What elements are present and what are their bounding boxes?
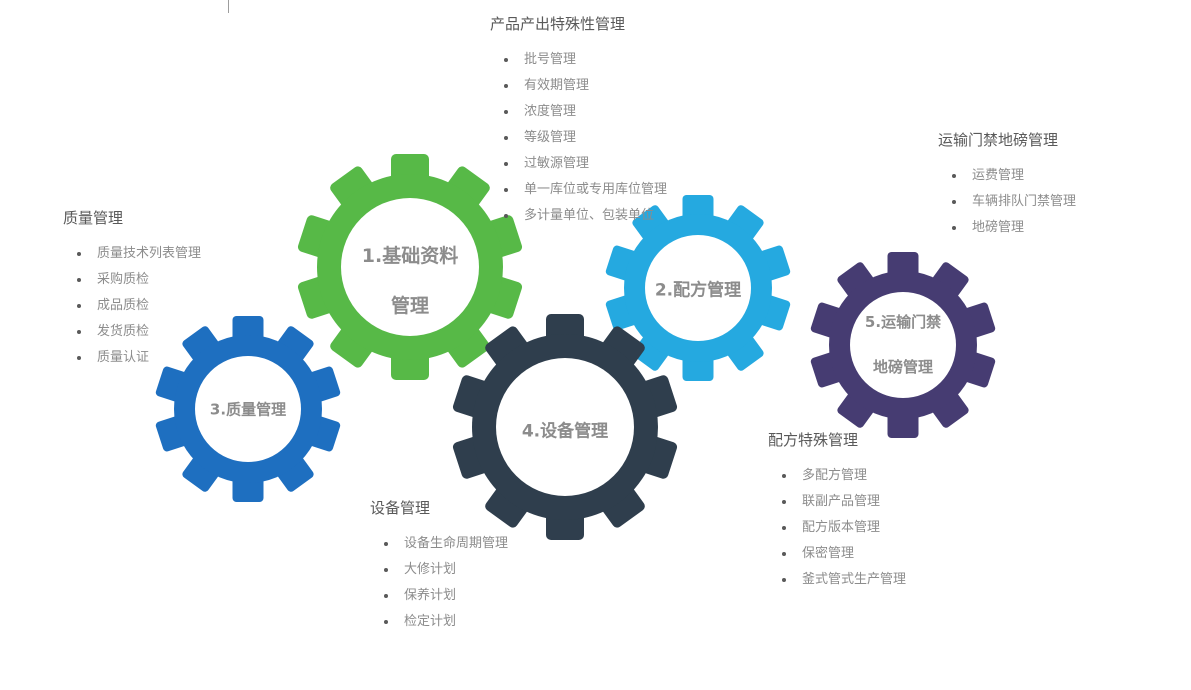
list-item: 质量技术列表管理 [77,246,343,262]
list-item: 车辆排队门禁管理 [952,194,1191,210]
list-product-output: 产品产出特殊性管理 批号管理 有效期管理 浓度管理 等级管理 过敏源管理 单一库… [490,14,770,234]
list-item: 联副产品管理 [782,494,1048,510]
list-item: 多配方管理 [782,468,1048,484]
list-item: 地磅管理 [952,220,1191,236]
gear-formula-label: 2.配方管理 [654,280,742,301]
gear-transport-label-line2: 地磅管理 [872,358,934,376]
list-transport-title: 运输门禁地磅管理 [938,131,1059,149]
list-item: 单一库位或专用库位管理 [504,182,770,198]
list-equipment: 设备管理 设备生命周期管理 大修计划 保养计划 检定计划 [370,498,650,640]
list-quality-title: 质量管理 [63,209,124,227]
list-transport: 运输门禁地磅管理 运费管理 车辆排队门禁管理 地磅管理 [938,130,1191,246]
gear-quality-label: 3.质量管理 [209,400,287,419]
gear-transport-label-line1: 5.运输门禁 [864,313,942,331]
list-equipment-title: 设备管理 [370,499,431,517]
gear-basic-data-label-line1: 1.基础资料 [361,245,459,267]
gear-basic-data-label-line2: 管理 [390,295,430,317]
list-item: 采购质检 [77,272,343,288]
list-item: 配方版本管理 [782,520,1048,536]
list-formula-special-title: 配方特殊管理 [768,431,859,449]
list-item: 运费管理 [952,168,1191,184]
gear-equipment-label: 4.设备管理 [521,421,609,442]
list-item: 保密管理 [782,546,1048,562]
list-item: 成品质检 [77,298,343,314]
list-product-output-title: 产品产出特殊性管理 [490,15,626,33]
gear-basic-data-label: 1.基础资料 管理 [362,231,458,331]
list-item: 等级管理 [504,130,770,146]
top-tick-divider [228,0,229,13]
gear-equipment-icon [452,314,678,540]
list-item: 保养计划 [384,588,650,604]
gear-quality-icon [155,316,341,502]
list-formula-special: 配方特殊管理 多配方管理 联副产品管理 配方版本管理 保密管理 釜式管式生产管理 [768,430,1048,598]
list-item: 釜式管式生产管理 [782,572,1048,588]
list-item: 多计量单位、包装单位 [504,208,770,224]
list-item: 有效期管理 [504,78,770,94]
gear-basic-data-icon [297,154,523,380]
gear-formula-icon [605,195,791,381]
list-item: 发货质检 [77,324,343,340]
list-item: 检定计划 [384,614,650,630]
list-item: 大修计划 [384,562,650,578]
list-item: 批号管理 [504,52,770,68]
list-item: 设备生命周期管理 [384,536,650,552]
gear-transport-label: 5.运输门禁 地磅管理 [865,300,941,390]
gear-transport-icon [810,252,996,438]
list-item: 过敏源管理 [504,156,770,172]
list-quality: 质量管理 质量技术列表管理 采购质检 成品质检 发货质检 质量认证 [63,208,343,376]
list-item: 质量认证 [77,350,343,366]
list-item: 浓度管理 [504,104,770,120]
